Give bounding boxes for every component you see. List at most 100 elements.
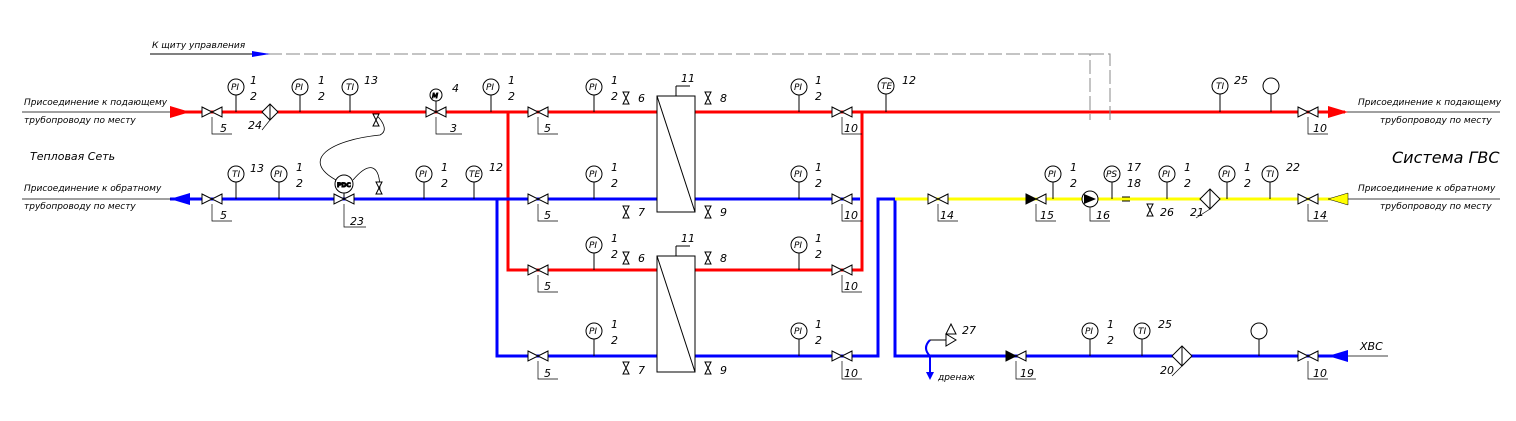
pressure-gauge-icon <box>1081 322 1099 356</box>
pos-2: 2 <box>611 90 618 103</box>
ti-tag: TI <box>1216 82 1224 92</box>
thermometer-icon <box>1133 322 1151 356</box>
filter-icon <box>261 103 279 121</box>
check-valve-icon <box>1025 193 1047 205</box>
pos-2: 2 <box>1244 177 1251 190</box>
pi-tag: PI <box>274 170 282 180</box>
supply-in-arrow-icon <box>170 106 190 118</box>
pressure-gauge-icon <box>790 322 808 356</box>
thermometer-icon <box>1261 165 1279 199</box>
te-tag: TE <box>469 170 480 180</box>
pos-25: 25 <box>1158 318 1172 331</box>
pos-8: 8 <box>720 252 727 265</box>
pos-16: 16 <box>1096 209 1110 222</box>
pressure-gauge-icon <box>1218 165 1236 199</box>
pos-27: 27 <box>962 324 976 337</box>
pos-1: 1 <box>815 74 822 87</box>
ti-tag: TI <box>232 170 240 180</box>
pos-2: 2 <box>611 177 618 190</box>
pos-13: 13 <box>364 74 378 87</box>
thermometer-icon <box>341 78 359 112</box>
pos-7: 7 <box>638 206 645 219</box>
pos-6: 6 <box>638 252 645 265</box>
pi-tag: PI <box>1162 170 1170 180</box>
gate-valve-icon <box>1297 106 1319 118</box>
pressure-gauges <box>227 77 1280 356</box>
pos-22: 22 <box>1286 161 1300 174</box>
leader-lines <box>211 117 1328 380</box>
pos-1: 1 <box>1070 161 1077 174</box>
hws-system-label: Система ГВС <box>1392 148 1500 167</box>
pressure-gauge-icon <box>227 78 245 112</box>
pressure-gauge-icon <box>790 236 808 270</box>
pos-1: 1 <box>1244 161 1251 174</box>
drain-loop <box>925 339 931 357</box>
control-panel-label: К щиту управления <box>152 41 246 51</box>
return-connection-left-line2: трубопроводу по месту <box>24 202 136 212</box>
pos-1: 1 <box>611 161 618 174</box>
pi-tag: PI <box>1085 327 1093 337</box>
pos-1: 1 <box>318 74 325 87</box>
pos-1: 1 <box>611 74 618 87</box>
pos-2: 2 <box>815 90 822 103</box>
gate-valve-icon <box>527 264 549 276</box>
pos-26: 26 <box>1160 206 1174 219</box>
temperature-element-icon <box>877 77 895 112</box>
pos-19: 19 <box>1020 367 1034 380</box>
supply-connection-right-line1: Присоединение к подающему <box>1358 98 1502 108</box>
pos-12: 12 <box>902 74 916 87</box>
pos-21: 21 <box>1190 206 1204 219</box>
local-gauge-icon <box>1262 77 1280 112</box>
pos-5: 5 <box>544 367 551 380</box>
pos-18: 18 <box>1127 177 1141 190</box>
control-arrow-icon <box>252 51 270 57</box>
te-tag: TE <box>881 82 892 92</box>
gate-valve-icon <box>527 193 549 205</box>
pos-5: 5 <box>220 122 227 135</box>
gate-valve-icon <box>201 193 223 205</box>
pi-tag: PI <box>419 170 427 180</box>
pressure-switch-icon <box>1103 165 1121 199</box>
drain-valve-icon <box>704 205 712 219</box>
pos-4: 4 <box>452 82 459 95</box>
pdc-label: PDC <box>337 182 351 189</box>
pos-2: 2 <box>611 334 618 347</box>
pipes <box>170 110 1345 372</box>
pos-2: 2 <box>611 248 618 261</box>
connection-labels: Присоединение к подающему трубопроводу п… <box>22 98 1502 383</box>
pos-8: 8 <box>720 92 727 105</box>
pos-23: 23 <box>350 215 364 228</box>
return-connection-right-line2: трубопроводу по месту <box>1380 202 1492 212</box>
vent-valve-icon <box>704 251 712 265</box>
vent-valve-icon <box>704 91 712 105</box>
pressure-gauge-icon <box>270 165 288 199</box>
gate-valve-icon <box>831 350 853 362</box>
heat-exchangers <box>656 85 696 373</box>
drain-valve-icon <box>622 361 630 375</box>
bypass-valve-icon <box>375 181 383 195</box>
pos-1: 1 <box>611 232 618 245</box>
pos-2: 2 <box>318 90 325 103</box>
pi-tag: PI <box>794 241 802 251</box>
pos-1: 1 <box>1184 161 1191 174</box>
pos-11: 11 <box>681 72 695 85</box>
heat-network-label: Тепловая Сеть <box>30 150 115 163</box>
pi-tag: PI <box>589 327 597 337</box>
pressure-diff-valve-icon <box>333 174 355 205</box>
pos-10: 10 <box>1313 367 1327 380</box>
pressure-gauge-icon <box>790 78 808 112</box>
gate-valve-icon <box>527 106 549 118</box>
instrument-tags: PI PI TI PI PI PI TE TI TI PI PI TE PI P… <box>231 82 1274 337</box>
pos-1: 1 <box>611 318 618 331</box>
pos-7: 7 <box>638 364 645 377</box>
pos-1: 1 <box>441 161 448 174</box>
drain-valve-icon <box>704 361 712 375</box>
pi-tag: PI <box>295 83 303 93</box>
check-valve-icon <box>1005 350 1027 362</box>
gate-valves: M PDC <box>201 88 1319 362</box>
pressure-gauge-icon <box>790 165 808 199</box>
ti-tag: TI <box>346 83 354 93</box>
hws-return-in-arrow-icon <box>1327 192 1349 206</box>
pos-5: 5 <box>544 209 551 222</box>
